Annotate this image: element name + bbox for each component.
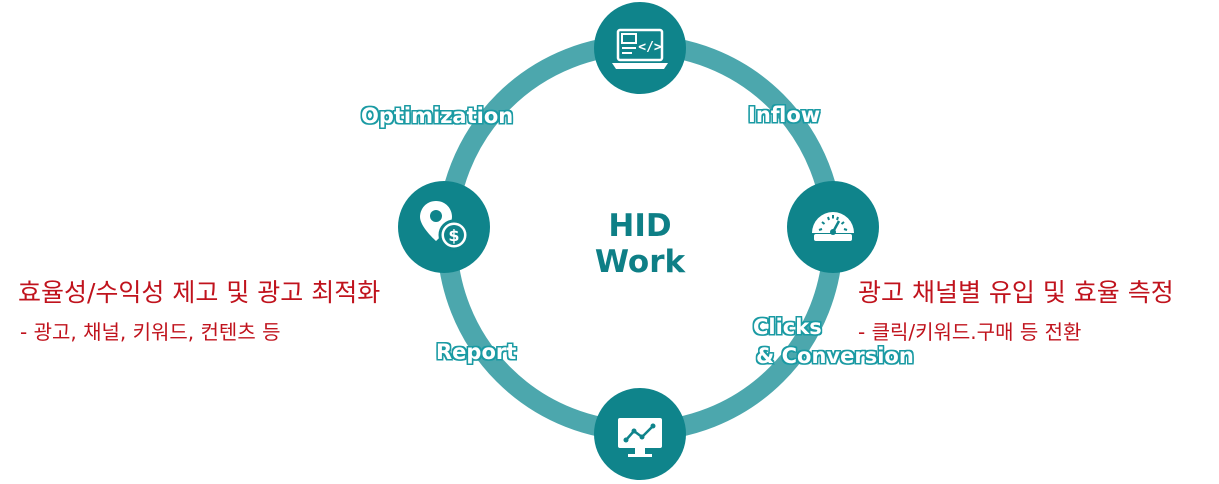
speedometer-gauge-icon — [812, 212, 854, 241]
stage-label-report: Report — [436, 340, 517, 364]
analytics-monitor-icon — [618, 418, 662, 457]
stage-label-inflow: Inflow — [748, 103, 821, 127]
center-title-line1: HID — [608, 208, 672, 244]
svg-text:$: $ — [448, 226, 459, 245]
right-annotation-sub: - 클릭/키워드.구매 등 전환 — [858, 320, 1082, 344]
stage-label-clicks: Clicks — [753, 315, 822, 339]
location-money-icon: $ — [420, 201, 470, 251]
svg-text:</>: </> — [638, 40, 662, 55]
web-code-laptop-icon: </> — [612, 28, 668, 69]
node-top — [594, 2, 686, 94]
center-title-line2: Work — [594, 244, 686, 280]
left-annotation-main: 효율성/수익성 제고 및 광고 최적화 — [18, 278, 381, 307]
right-annotation-main: 광고 채널별 유입 및 효율 측정 — [858, 278, 1174, 307]
center-title: HID Work — [560, 208, 720, 280]
stage-label-conversion: & Conversion — [756, 344, 914, 368]
left-annotation-sub: - 광고, 채널, 키워드, 컨텐츠 등 — [20, 320, 281, 344]
stage-label-optimization: Optimization — [361, 104, 514, 128]
